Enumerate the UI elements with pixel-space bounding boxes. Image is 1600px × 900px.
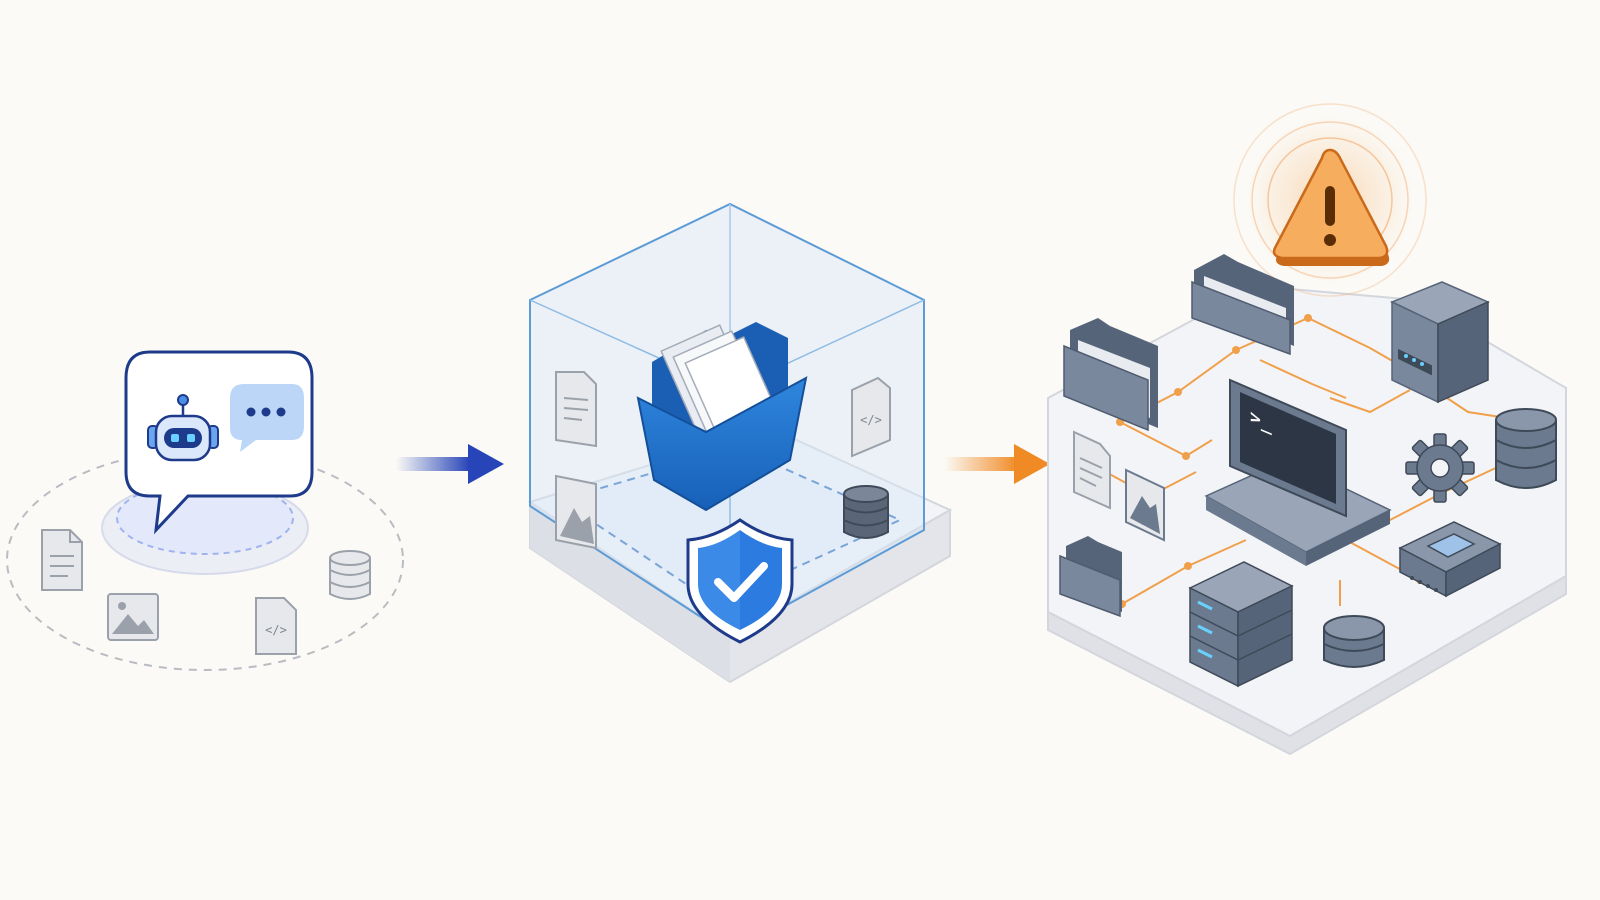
server-stack-icon [1188, 561, 1294, 688]
code-file-icon: </> [255, 597, 297, 655]
server-icon [1390, 281, 1490, 404]
document-icon [41, 529, 83, 591]
database-icon [1495, 408, 1557, 489]
folder-icon [1063, 318, 1158, 432]
document-icon [555, 371, 597, 448]
stage-chatbot: </> [6, 350, 404, 671]
shield-check-icon [686, 518, 794, 644]
folder-icon [1191, 254, 1294, 356]
image-icon [555, 474, 597, 550]
terminal-icon [1204, 378, 1392, 566]
stage-sandbox: </> [527, 202, 953, 684]
folder-icon [1059, 536, 1122, 618]
svg-text:</>: </> [265, 623, 287, 637]
warning-icon [1233, 103, 1427, 297]
stage-exposed-system [1047, 103, 1567, 756]
folder-icon [636, 322, 808, 512]
document-icon [1073, 430, 1111, 510]
gear-icon [1405, 433, 1475, 503]
code-file-icon: </> [851, 376, 891, 458]
chip-icon [1398, 521, 1502, 598]
flow-arrow-exposed [944, 444, 1050, 484]
database-icon [843, 485, 889, 539]
image-icon [1125, 468, 1165, 542]
database-icon [329, 550, 371, 600]
database-icon [1323, 615, 1385, 668]
svg-text:</>: </> [860, 413, 882, 427]
flow-arrow-secure [396, 444, 504, 484]
typing-bubble-icon [230, 384, 304, 452]
image-icon [107, 593, 159, 641]
robot-icon [147, 394, 219, 462]
